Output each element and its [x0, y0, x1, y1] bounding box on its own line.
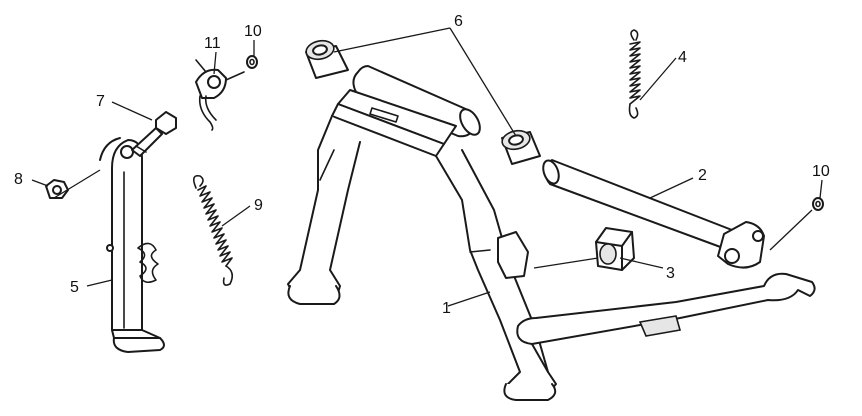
bolt-part	[131, 111, 177, 157]
washer-part-top	[246, 55, 258, 69]
sensor-switch-part	[195, 59, 245, 131]
pivot-shaft-part	[542, 159, 765, 269]
callout-6: 6	[454, 13, 463, 30]
bushing-part-bottom	[501, 129, 541, 165]
callout-3: 3	[666, 265, 675, 282]
callout-1: 1	[442, 300, 451, 317]
callout-2: 2	[698, 167, 707, 184]
spring-small-part	[628, 29, 641, 119]
bushing-part-top	[305, 39, 349, 79]
main-stand-part	[287, 65, 816, 401]
side-stand-part	[99, 137, 165, 353]
callout-5: 5	[70, 279, 79, 296]
callout-labels: 1 2 3 4 5 6 7 8 9 10 10 11	[14, 13, 830, 317]
nut-part	[45, 179, 69, 199]
callout-9: 9	[254, 197, 263, 214]
callout-10-right: 10	[812, 163, 830, 180]
side-stand-clip	[137, 242, 159, 284]
callout-11: 11	[204, 35, 221, 52]
callout-10-top: 10	[244, 23, 262, 40]
leader-lines	[31, 27, 823, 307]
spring-large-part	[192, 174, 234, 286]
callout-4: 4	[678, 49, 687, 66]
callout-8: 8	[14, 171, 23, 188]
washer-part-right	[812, 197, 824, 211]
rubber-stopper-part	[595, 227, 635, 271]
callout-7: 7	[96, 93, 105, 110]
